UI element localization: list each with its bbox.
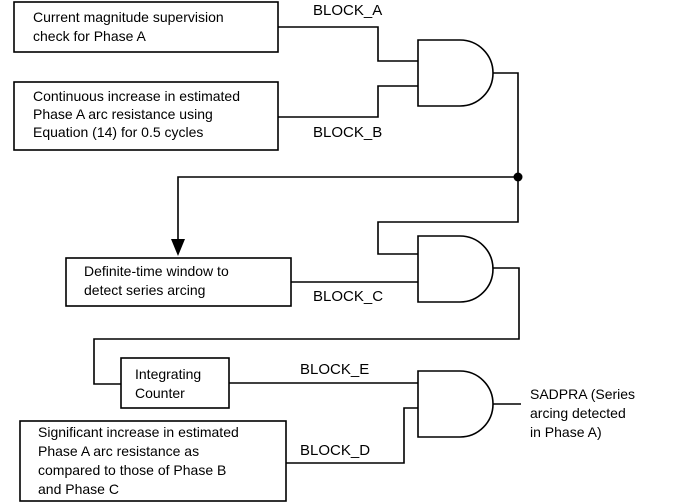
integrating-counter-line-1: Integrating [135, 366, 201, 382]
arc-resistance-increase-line-2: Phase A arc resistance using [33, 106, 213, 122]
block-a-label: BLOCK_A [313, 2, 382, 19]
junction-dot [513, 172, 523, 182]
current-supervision-line-1: Current magnitude supervision [33, 9, 224, 25]
significant-increase-line-3: compared to those of Phase B [38, 462, 226, 478]
block-b-wire [278, 85, 418, 118]
definite-time-window-line-1: Definite-time window to [84, 263, 229, 279]
arc-resistance-increase-line-3: Equation (14) for 0.5 cycles [33, 124, 203, 140]
block-e-label: BLOCK_E [300, 361, 369, 378]
significant-increase-line-4: and Phase C [38, 481, 119, 497]
definite-time-window-box [65, 257, 292, 307]
feedback-arrowhead [171, 239, 185, 256]
and-gate-2 [417, 235, 494, 303]
block-b-label: BLOCK_B [313, 124, 382, 141]
arc-resistance-increase-line-1: Continuous increase in estimated [33, 88, 240, 104]
block-c-label: BLOCK_C [313, 288, 383, 305]
arc-resistance-increase-box [13, 81, 279, 151]
integrating-counter-line-2: Counter [135, 385, 185, 401]
output-label-line-2: arcing detected [530, 405, 626, 421]
significant-increase-box [19, 420, 287, 502]
block-d-label: BLOCK_D [300, 442, 370, 459]
block-a-wire [278, 26, 418, 62]
significant-increase-line-2: Phase A arc resistance as [38, 443, 199, 459]
output-label-line-1: SADPRA (Series [530, 386, 635, 402]
current-supervision-box [13, 1, 279, 53]
current-supervision-line-2: check for Phase A [33, 28, 147, 44]
block-d-wire [286, 407, 418, 464]
definite-time-window-line-2: detect series arcing [84, 282, 205, 298]
feedback-wire [177, 176, 518, 242]
and-gate-3 [417, 370, 494, 438]
gate-1-output-wire [377, 72, 519, 255]
gate-2-output-wire [93, 267, 520, 385]
significant-increase-line-1: Significant increase in estimated [38, 424, 239, 440]
and-gate-1 [417, 39, 494, 107]
output-label-line-3: in Phase A) [530, 424, 602, 440]
